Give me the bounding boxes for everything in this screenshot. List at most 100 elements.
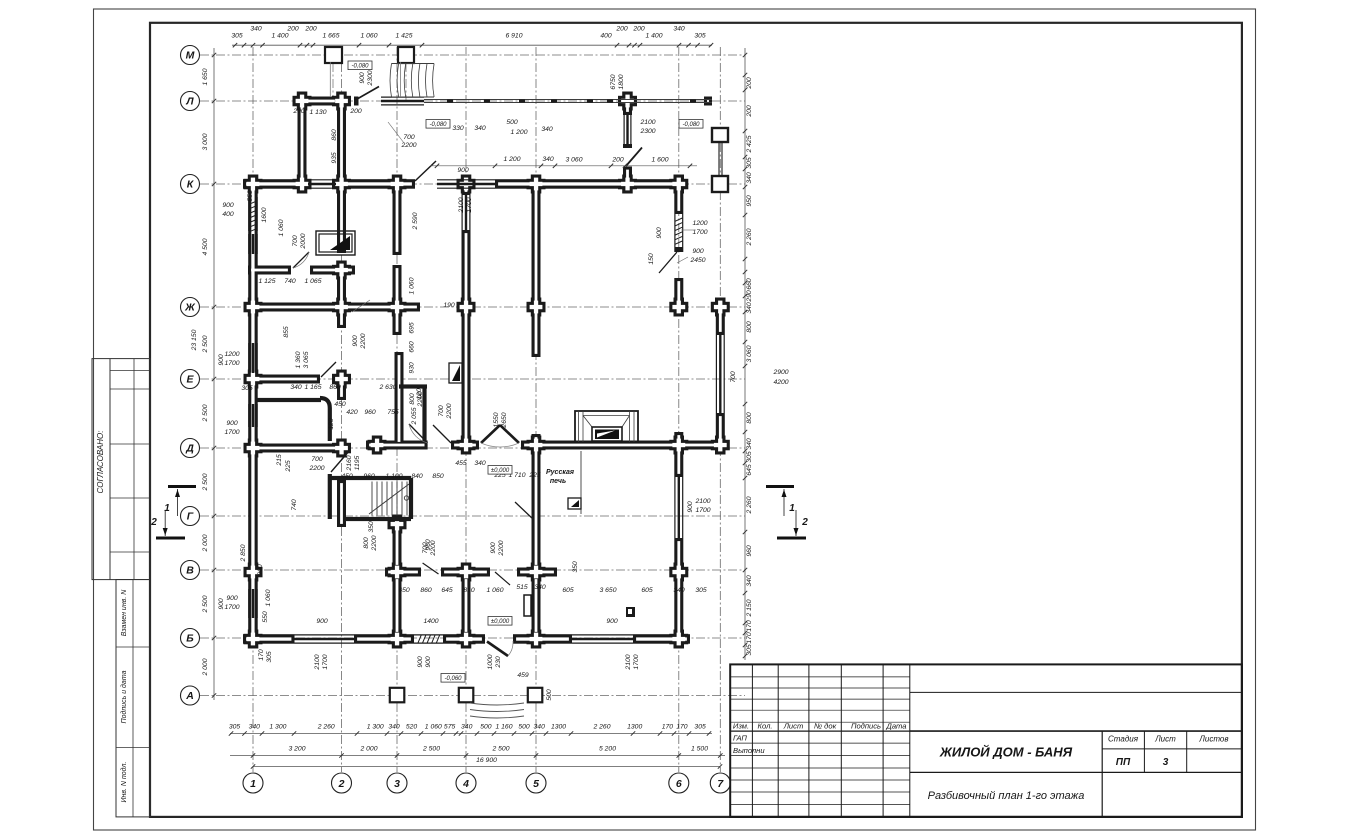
svg-text:810: 810: [463, 587, 475, 594]
svg-text:2100: 2100: [458, 197, 465, 213]
svg-text:305: 305: [231, 33, 243, 40]
svg-text:±0,000: ±0,000: [491, 468, 510, 474]
svg-text:Стадия: Стадия: [1108, 735, 1139, 744]
svg-text:2900: 2900: [772, 369, 788, 376]
svg-text:340: 340: [461, 724, 473, 731]
svg-text:700: 700: [292, 235, 299, 247]
svg-text:Г: Г: [187, 511, 194, 523]
svg-text:1: 1: [164, 503, 170, 514]
svg-text:1700: 1700: [224, 360, 239, 367]
svg-text:Русская: Русская: [546, 469, 574, 476]
svg-text:900: 900: [425, 656, 432, 668]
svg-text:1 400: 1 400: [271, 33, 288, 40]
svg-text:№ док: № док: [814, 721, 837, 730]
svg-text:190: 190: [443, 302, 455, 309]
svg-text:1 665: 1 665: [322, 33, 339, 40]
svg-text:700: 700: [403, 134, 415, 141]
svg-text:ЖИЛОЙ ДОМ - БАНЯ: ЖИЛОЙ ДОМ - БАНЯ: [939, 744, 1073, 760]
svg-text:935: 935: [331, 152, 338, 164]
svg-text:800: 800: [746, 321, 753, 333]
svg-text:1800: 1800: [618, 74, 625, 89]
svg-text:200: 200: [615, 26, 628, 33]
svg-text:1 065: 1 065: [304, 278, 321, 285]
svg-text:2 500: 2 500: [202, 595, 209, 613]
svg-text:Изм.: Изм.: [733, 721, 749, 730]
svg-text:7: 7: [717, 778, 724, 790]
svg-text:Б: Б: [186, 633, 194, 645]
svg-text:455: 455: [455, 460, 467, 467]
svg-text:2 000: 2 000: [202, 658, 209, 676]
svg-text:700: 700: [311, 456, 323, 463]
svg-text:2 425: 2 425: [746, 135, 753, 153]
svg-text:340: 340: [250, 26, 262, 33]
svg-text:900: 900: [359, 72, 366, 84]
svg-text:800: 800: [363, 537, 370, 549]
svg-text:2 000: 2 000: [359, 746, 377, 753]
svg-text:2300: 2300: [367, 70, 374, 86]
svg-text:2450: 2450: [689, 257, 705, 264]
svg-text:1700: 1700: [695, 507, 710, 514]
svg-text:900: 900: [490, 542, 497, 554]
svg-text:4: 4: [462, 778, 469, 790]
svg-text:2: 2: [338, 778, 345, 790]
svg-text:2200: 2200: [417, 391, 424, 407]
svg-text:900: 900: [606, 618, 618, 625]
svg-text:печь: печь: [550, 478, 566, 485]
svg-text:3: 3: [1163, 757, 1169, 768]
svg-text:340: 340: [673, 26, 685, 33]
svg-text:СОГЛАСОВАНО:: СОГЛАСОВАНО:: [96, 431, 105, 494]
svg-text:305: 305: [695, 587, 707, 594]
svg-text:960: 960: [364, 409, 376, 416]
svg-text:3: 3: [394, 778, 400, 790]
svg-text:605: 605: [641, 587, 653, 594]
svg-text:1300: 1300: [627, 724, 642, 731]
svg-text:660: 660: [746, 278, 753, 290]
svg-text:170: 170: [676, 724, 688, 731]
svg-text:М: М: [186, 50, 195, 62]
svg-text:1 165: 1 165: [304, 384, 321, 391]
svg-text:605: 605: [562, 587, 574, 594]
svg-text:170: 170: [662, 724, 674, 731]
svg-text:550: 550: [262, 611, 269, 623]
svg-text:340: 340: [541, 126, 553, 133]
svg-text:2 500: 2 500: [202, 335, 209, 353]
svg-text:900: 900: [417, 656, 424, 668]
svg-text:1550: 1550: [493, 412, 500, 427]
svg-text:1400: 1400: [423, 618, 438, 625]
svg-text:3 060: 3 060: [746, 345, 753, 362]
svg-text:305: 305: [746, 157, 753, 169]
svg-text:1 160: 1 160: [495, 724, 512, 731]
svg-text:200: 200: [746, 77, 753, 90]
svg-text:1200: 1200: [224, 351, 239, 358]
svg-text:1: 1: [789, 503, 795, 514]
svg-text:225: 225: [528, 472, 541, 479]
svg-text:225: 225: [493, 472, 506, 479]
svg-text:459: 459: [517, 672, 529, 679]
svg-text:200: 200: [292, 108, 305, 115]
svg-text:6: 6: [676, 778, 682, 790]
svg-text:2200: 2200: [498, 540, 505, 556]
svg-text:А: А: [185, 690, 194, 702]
svg-text:900: 900: [656, 227, 663, 239]
svg-text:Подпись и дата: Подпись и дата: [120, 670, 128, 723]
svg-text:Подпись: Подпись: [851, 721, 881, 730]
svg-text:170: 170: [746, 632, 753, 644]
svg-text:500: 500: [480, 724, 492, 731]
svg-text:2200: 2200: [430, 540, 437, 556]
svg-text:340: 340: [746, 438, 753, 450]
svg-text:1 425: 1 425: [395, 33, 412, 40]
svg-text:16 900: 16 900: [476, 757, 497, 764]
svg-text:420: 420: [346, 409, 358, 416]
svg-text:340: 340: [534, 724, 546, 731]
svg-text:1300: 1300: [551, 724, 566, 731]
svg-text:645: 645: [746, 464, 753, 476]
svg-text:340: 340: [388, 724, 400, 731]
svg-text:170: 170: [746, 620, 753, 632]
svg-text:-0,080: -0,080: [682, 122, 700, 128]
svg-text:695: 695: [409, 322, 416, 334]
svg-text:1 060: 1 060: [265, 589, 272, 606]
svg-text:340: 340: [746, 172, 753, 184]
svg-text:Дата: Дата: [885, 721, 906, 730]
svg-text:960: 960: [746, 545, 753, 557]
svg-text:840: 840: [411, 473, 423, 480]
